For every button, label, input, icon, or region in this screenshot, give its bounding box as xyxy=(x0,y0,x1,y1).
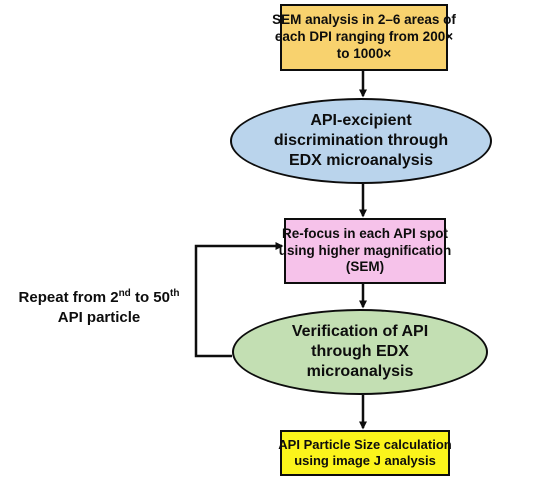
loop-label-middle: to 50 xyxy=(130,289,170,306)
sem-analysis-box: SEM analysis in 2–6 areas of each DPI ra… xyxy=(272,4,456,71)
loop-label-sup1: nd xyxy=(118,288,131,299)
verification-line2: through EDX xyxy=(311,343,409,360)
refocus-line1: Re-focus in each API spot xyxy=(281,225,449,241)
refocus-box: Re-focus in each API spot using higher m… xyxy=(279,218,451,284)
sem-analysis-line2: each DPI ranging from 200× xyxy=(274,29,454,45)
edx-discrimination-line2: discrimination through xyxy=(273,132,449,149)
refocus-line2: using higher magnification xyxy=(278,242,452,258)
size-calc-line1: API Particle Size calculation xyxy=(278,436,452,452)
edx-discrimination-line1: API-excipient xyxy=(310,112,412,129)
edx-discrimination-ellipse: API-excipient discrimination through EDX… xyxy=(230,98,492,184)
refocus-line3: (SEM) xyxy=(345,259,385,275)
verification-line3: microanalysis xyxy=(306,363,414,380)
verification-line1: Verification of API xyxy=(291,323,429,340)
sem-analysis-line1: SEM analysis in 2–6 areas of xyxy=(272,12,456,28)
loop-label: Repeat from 2nd to 50th API particle xyxy=(4,287,194,327)
sem-analysis-line3: to 1000× xyxy=(336,45,392,61)
verification-ellipse: Verification of API through EDX microana… xyxy=(232,309,488,395)
loop-label-sup2: th xyxy=(169,288,180,299)
loop-label-prefix: Repeat from 2 xyxy=(18,289,119,306)
loop-back-arrow xyxy=(194,242,284,358)
size-calculation-box: API Particle Size calculation using imag… xyxy=(278,430,452,476)
loop-label-line1: Repeat from 2nd to 50th xyxy=(4,287,194,308)
size-calc-line2: using image J analysis xyxy=(294,453,436,468)
loop-label-line2: API particle xyxy=(57,308,141,326)
edx-discrimination-line3: EDX microanalysis xyxy=(288,152,434,169)
